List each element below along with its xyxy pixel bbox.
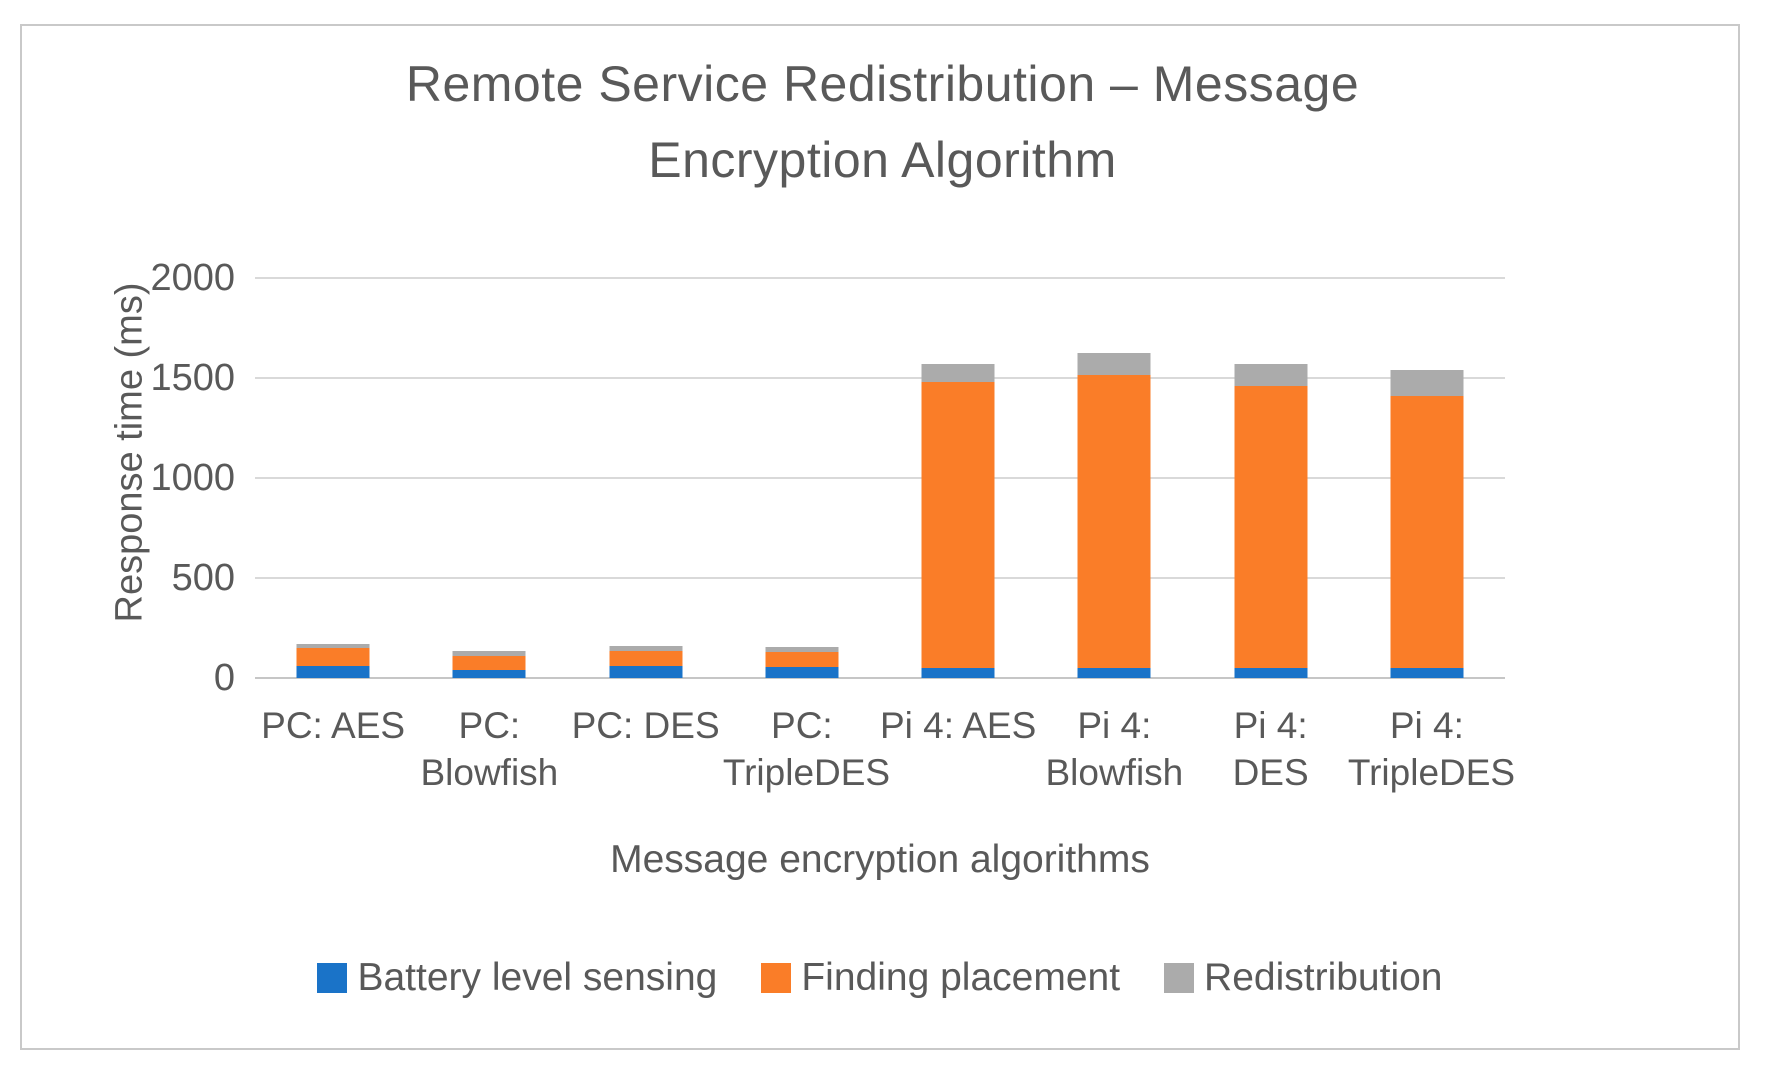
bar-segment-finding-placement: [765, 652, 839, 667]
x-axis-category-label: PC: TripleDES: [722, 705, 891, 793]
x-axis-category-label: PC: AES: [261, 705, 406, 746]
legend-item: Battery level sensing: [317, 956, 717, 1000]
chart-title: Remote Service Redistribution – Message …: [0, 46, 1765, 198]
bar-group: [724, 278, 880, 678]
bar-group: [255, 278, 411, 678]
bar-segment-battery-level-sensing: [921, 668, 995, 678]
stacked-bar-8: [1390, 370, 1464, 678]
stacked-bar-1: [296, 644, 370, 678]
bar-segment-battery-level-sensing: [609, 666, 683, 678]
legend-color-swatch: [1164, 963, 1195, 993]
x-axis-category-label: Pi 4: DES: [1232, 705, 1309, 793]
bar-segment-redistribution: [921, 364, 995, 382]
stacked-bar-5: [921, 364, 995, 678]
bar-segment-redistribution: [1077, 353, 1151, 375]
bar-segment-redistribution: [1234, 364, 1308, 386]
y-tick-label: 2000: [150, 257, 235, 299]
gridline: [255, 577, 1505, 579]
stacked-bar-4: [765, 647, 839, 678]
legend-color-swatch: [317, 963, 348, 993]
bar-segment-finding-placement: [1234, 386, 1308, 668]
gridline: [255, 477, 1505, 479]
y-tick-label: 1500: [150, 357, 235, 399]
stacked-bar-2: [452, 651, 526, 678]
x-axis-category-label: Pi 4: TripleDES: [1347, 705, 1516, 793]
bar-segment-finding-placement: [1390, 396, 1464, 668]
legend-color-swatch: [761, 963, 792, 993]
bar-segment-battery-level-sensing: [1077, 668, 1151, 678]
x-axis-line: [255, 677, 1505, 679]
gridline: [255, 277, 1505, 279]
plot-area: [255, 277, 1505, 679]
legend-label: Redistribution: [1204, 956, 1443, 999]
bar-group: [1036, 278, 1192, 678]
legend-label: Battery level sensing: [357, 956, 718, 999]
bar-group: [568, 278, 724, 678]
x-axis-category-label: PC: Blowfish: [420, 705, 559, 793]
bar-segment-redistribution: [1390, 370, 1464, 396]
y-tick-label: 500: [171, 557, 235, 599]
x-axis-category-label: Pi 4: Blowfish: [1045, 705, 1184, 793]
bar-segment-redistribution: [765, 647, 839, 652]
bar-group: [411, 278, 567, 678]
chart-title-line-2: Encryption Algorithm: [648, 132, 1117, 188]
stacked-bar-6: [1077, 353, 1151, 678]
bar-segment-finding-placement: [921, 382, 995, 668]
bar-group: [880, 278, 1036, 678]
legend-label: Finding placement: [801, 956, 1121, 999]
bar-segment-battery-level-sensing: [1234, 668, 1308, 678]
y-tick-label: 1000: [150, 457, 235, 499]
bar-segment-redistribution: [452, 651, 526, 656]
x-axis-category-label: Pi 4: AES: [879, 705, 1037, 746]
bar-segment-redistribution: [296, 644, 370, 648]
chart-title-line-1: Remote Service Redistribution – Message: [405, 56, 1360, 112]
bar-segment-battery-level-sensing: [296, 666, 370, 678]
stacked-bar-7: [1234, 364, 1308, 678]
bar-segment-finding-placement: [296, 648, 370, 666]
legend: Battery level sensing Finding placement Re…: [255, 948, 1505, 1008]
bar-segment-battery-level-sensing: [1390, 668, 1464, 678]
bar-segment-finding-placement: [1077, 375, 1151, 668]
y-tick-label: 0: [213, 657, 235, 699]
bar-group: [1193, 278, 1349, 678]
legend-item: Finding placement: [761, 956, 1120, 1000]
bar-segment-finding-placement: [452, 656, 526, 670]
legend-item: Redistribution: [1164, 956, 1443, 1000]
stacked-bar-3: [609, 646, 683, 678]
x-axis-title: Message encryption algorithms: [610, 838, 1150, 881]
bar-segment-battery-level-sensing: [765, 667, 839, 678]
bar-group: [1349, 278, 1505, 678]
bar-segment-battery-level-sensing: [452, 670, 526, 678]
x-axis-category-label: PC: DES: [571, 705, 720, 746]
gridline: [255, 377, 1505, 379]
bar-segment-redistribution: [609, 646, 683, 651]
bar-segment-finding-placement: [609, 651, 683, 666]
